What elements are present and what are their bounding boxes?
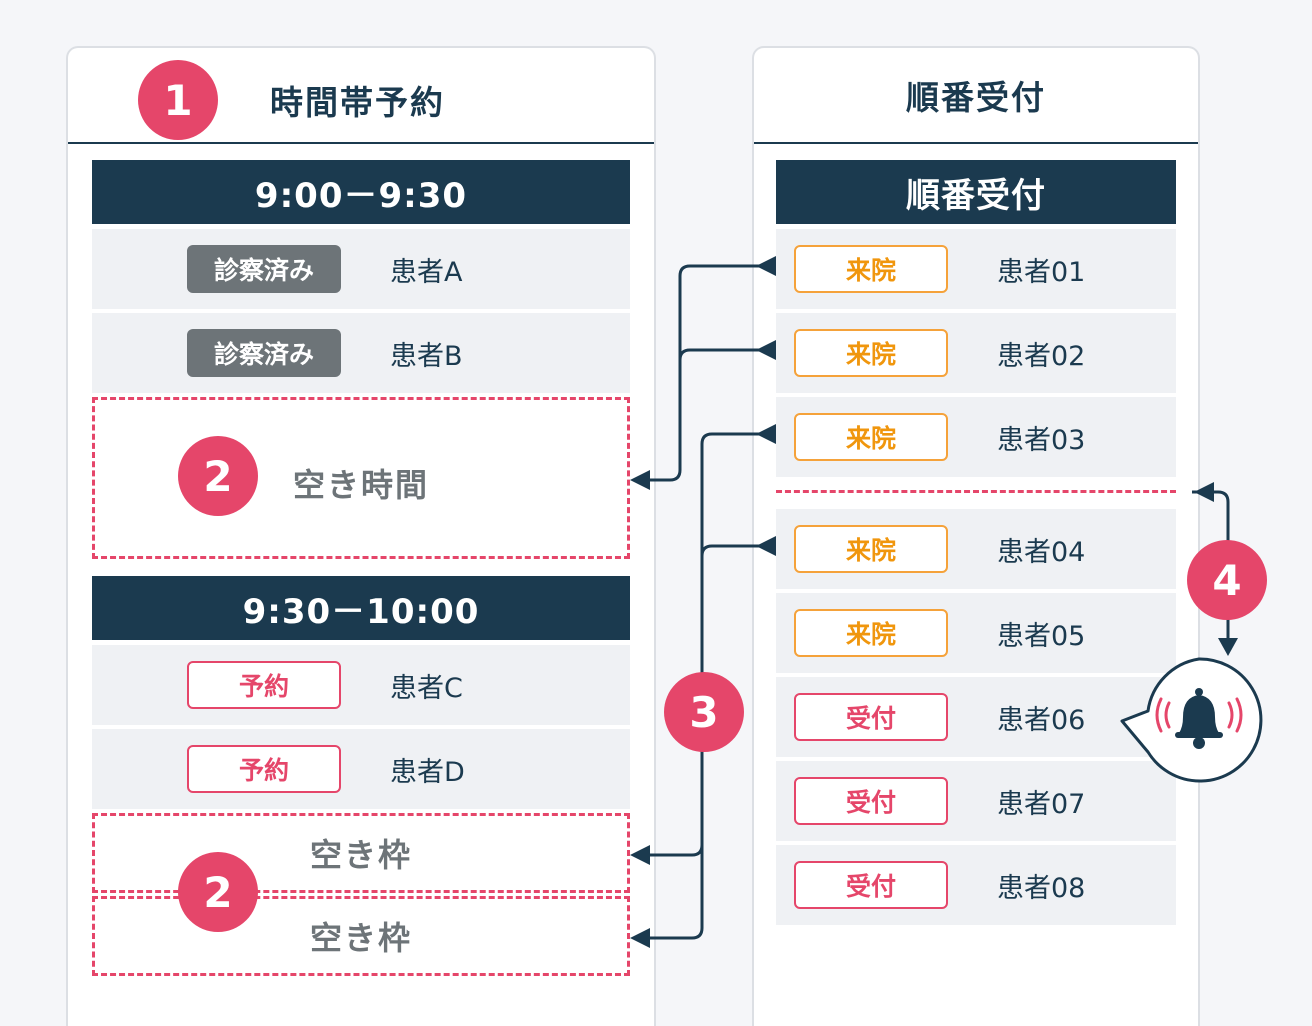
- time-slot-header-1: 9:00－9:30: [92, 160, 630, 224]
- status-badge-received: 受付: [794, 777, 948, 825]
- patient-name: 患者D: [390, 756, 465, 788]
- patient-name: 患者01: [997, 256, 1086, 288]
- empty-slot: 空き枠: [92, 813, 630, 893]
- patient-name: 患者A: [390, 256, 463, 288]
- connector-line: [648, 432, 760, 857]
- patient-name: 患者05: [997, 620, 1086, 652]
- step-badge-3: 3: [664, 672, 744, 752]
- status-badge-reserved: 予約: [187, 661, 341, 709]
- queue-row: 受付 患者06: [776, 677, 1176, 757]
- queue-row: 来院 患者05: [776, 593, 1176, 673]
- status-badge-visited: 来院: [794, 329, 948, 377]
- patient-name: 患者03: [997, 424, 1086, 456]
- time-slot-booking-title: 時間帯予約: [270, 83, 445, 122]
- empty-time-label: 空き時間: [293, 466, 430, 504]
- status-badge-visited: 来院: [794, 609, 948, 657]
- connector-line: [648, 264, 760, 482]
- status-badge-received: 受付: [794, 861, 948, 909]
- patient-name: 患者07: [997, 788, 1086, 820]
- queue-row: 来院 患者04: [776, 509, 1176, 589]
- patient-name: 患者02: [997, 340, 1086, 372]
- status-badge-visited: 来院: [794, 413, 948, 461]
- queue-divider: [776, 490, 1176, 493]
- queue-header: 順番受付: [776, 160, 1176, 224]
- queue-reception-title: 順番受付: [906, 78, 1046, 117]
- bell-icon: [1155, 688, 1243, 749]
- step-badge-2: 2: [178, 852, 258, 932]
- empty-slot: 空き枠: [92, 896, 630, 976]
- status-badge-examined: 診察済み: [187, 245, 341, 293]
- patient-name: 患者C: [390, 672, 463, 704]
- status-badge-visited: 来院: [794, 245, 948, 293]
- status-badge-examined: 診察済み: [187, 329, 341, 377]
- queue-row: 来院 患者03: [776, 397, 1176, 477]
- empty-slot-label: 空き枠: [309, 919, 412, 957]
- connector-line: [678, 348, 760, 470]
- queue-row: 受付 患者07: [776, 761, 1176, 841]
- connector-line: [648, 845, 704, 940]
- patient-row: 予約 患者C: [92, 645, 630, 725]
- status-badge-visited: 来院: [794, 525, 948, 573]
- step-badge-4: 4: [1187, 540, 1267, 620]
- notification-bubble: [1120, 657, 1263, 783]
- empty-time-slot: 空き時間: [92, 397, 630, 559]
- patient-row: 診察済み 患者B: [92, 313, 630, 393]
- queue-row: 受付 患者08: [776, 845, 1176, 925]
- step-badge-2: 2: [178, 436, 258, 516]
- time-slot-header-2: 9:30－10:00: [92, 576, 630, 640]
- arrow-head: [1218, 638, 1238, 656]
- panel-title-left: 時間帯予約: [68, 48, 654, 144]
- patient-name: 患者06: [997, 704, 1086, 736]
- panel-title-right: 順番受付: [754, 48, 1198, 144]
- patient-row: 予約 患者D: [92, 729, 630, 809]
- patient-name: 患者B: [390, 340, 463, 372]
- queue-row: 来院 患者02: [776, 313, 1176, 393]
- empty-slot-label: 空き枠: [309, 836, 412, 874]
- patient-row: 診察済み 患者A: [92, 229, 630, 309]
- status-badge-received: 受付: [794, 693, 948, 741]
- status-badge-reserved: 予約: [187, 745, 341, 793]
- queue-row: 来院 患者01: [776, 229, 1176, 309]
- step-badge-1: 1: [138, 60, 218, 140]
- patient-name: 患者04: [997, 536, 1086, 568]
- patient-name: 患者08: [997, 872, 1086, 904]
